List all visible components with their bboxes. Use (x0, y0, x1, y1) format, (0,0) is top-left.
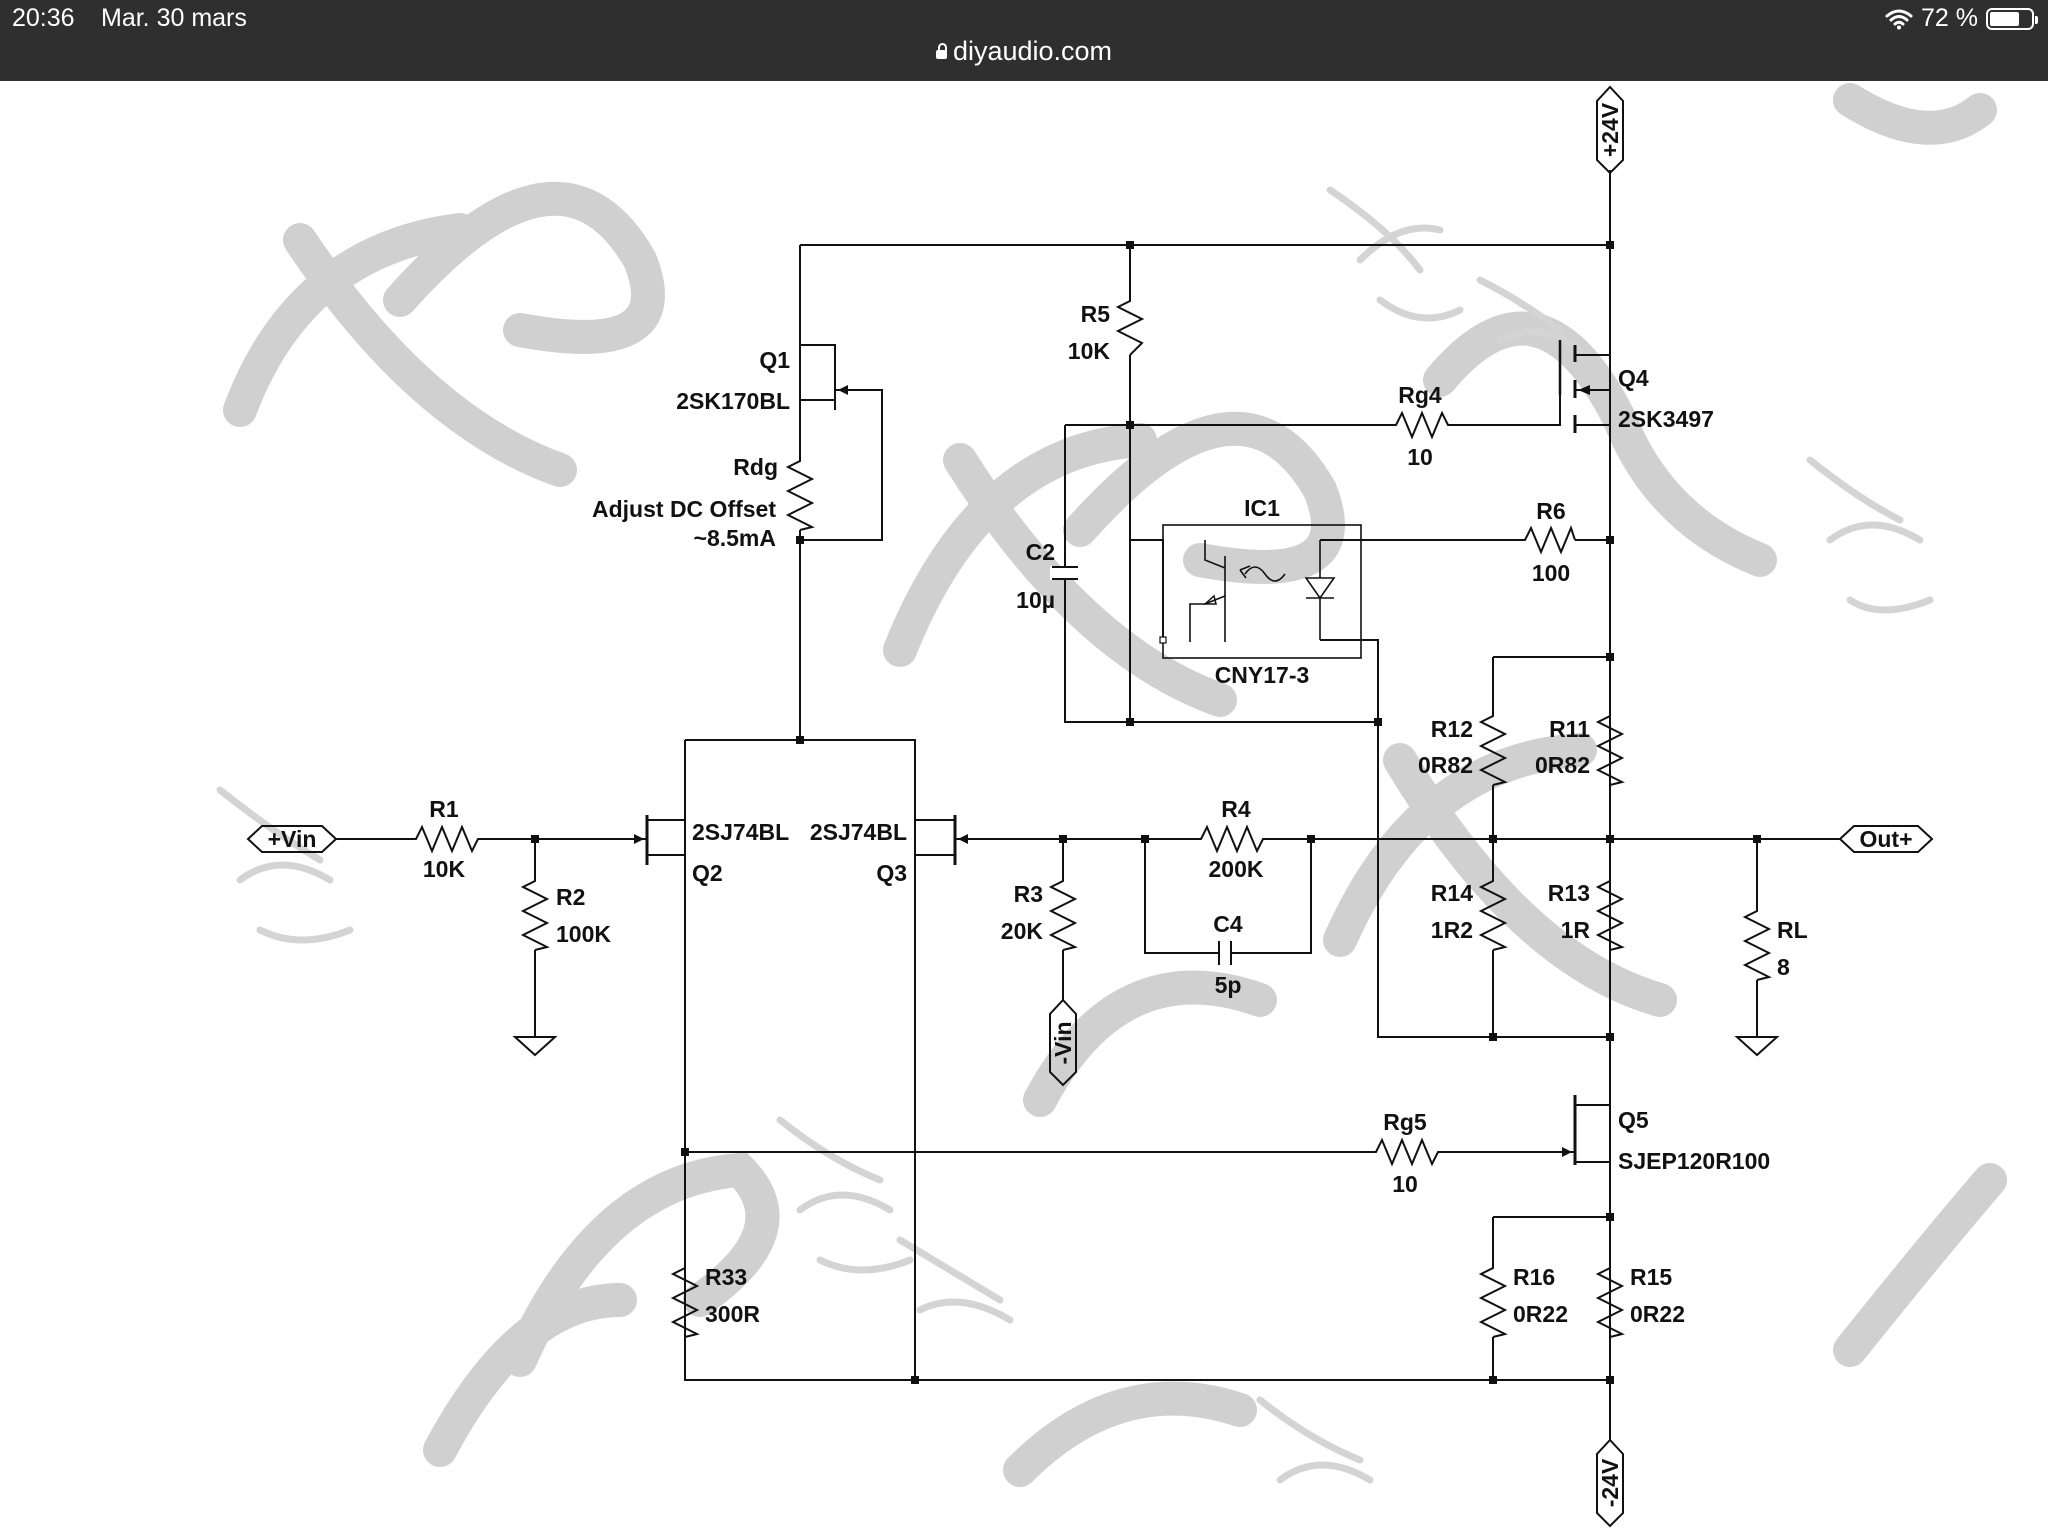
schematic-page: +Vin Out+ +24V -24V -Vin R1 10K R2 100K … (0, 81, 2048, 1536)
r15-name: R15 (1630, 1264, 1672, 1290)
rg5-value: 10 (1392, 1171, 1418, 1197)
r2-value: 100K (556, 921, 611, 947)
q4-part: 2SK3497 (1618, 406, 1714, 432)
ic1-optocoupler (1159, 524, 1362, 659)
q3-name: Q3 (876, 860, 907, 886)
port-vpos (1596, 85, 1624, 175)
status-right: 72 % (1885, 4, 2038, 33)
r13-name: R13 (1548, 880, 1590, 906)
port-vneg-label: -24V (1597, 1458, 1623, 1507)
rdg-note-1: Adjust DC Offset (592, 496, 776, 522)
r16-name: R16 (1513, 1264, 1555, 1290)
c4-name: C4 (1213, 911, 1243, 937)
c4-value: 5p (1215, 972, 1242, 998)
r5-value: 10K (1068, 338, 1111, 364)
port-labels: +Vin Out+ +24V -24V -Vin (246, 85, 1934, 1528)
r16-value: 0R22 (1513, 1301, 1568, 1327)
rg4-name: Rg4 (1398, 382, 1442, 408)
watermark (216, 83, 2007, 1487)
r2-name: R2 (556, 884, 585, 910)
rl-name: RL (1777, 917, 1808, 943)
component-labels: R1 10K R2 100K R3 20K R4 200K C4 5p R5 1… (423, 301, 1808, 1327)
status-bar: 20:36 Mar. 30 mars 72 % diyaudio.com (0, 0, 2048, 81)
battery-fill (1990, 11, 2019, 26)
port-out (1838, 825, 1934, 853)
r33-value: 300R (705, 1301, 760, 1327)
port-vin-neg-label: -Vin (1050, 1021, 1076, 1064)
r3-name: R3 (1014, 881, 1043, 907)
capacitors (1050, 566, 1232, 966)
r12-value: 0R82 (1418, 752, 1473, 778)
junctions (531, 241, 1761, 1384)
wifi-icon (1885, 9, 1913, 29)
r11-value: 0R82 (1535, 752, 1590, 778)
r33-name: R33 (705, 1264, 747, 1290)
port-out-label: Out+ (1859, 826, 1912, 852)
rdg-name: Rdg (733, 454, 778, 480)
c2-name: C2 (1026, 539, 1055, 565)
battery-percent: 72 % (1921, 4, 1978, 32)
q1-part: 2SK170BL (676, 388, 790, 414)
q5-name: Q5 (1618, 1107, 1649, 1133)
r14-value: 1R2 (1431, 917, 1473, 943)
port-vin-pos (246, 825, 338, 853)
rg4-value: 10 (1407, 444, 1433, 470)
status-date: Mar. 30 mars (101, 4, 247, 32)
r15-value: 0R22 (1630, 1301, 1685, 1327)
r3-value: 20K (1001, 918, 1044, 944)
r5-name: R5 (1081, 301, 1111, 327)
rl-value: 8 (1777, 954, 1790, 980)
q2-part: 2SJ74BL (692, 819, 789, 845)
status-time: 20:36 (12, 4, 75, 32)
r14-name: R14 (1431, 880, 1473, 906)
q2-name: Q2 (692, 860, 723, 886)
q1-name: Q1 (759, 347, 790, 373)
r11-name: R11 (1549, 716, 1590, 742)
port-vin-pos-label: +Vin (268, 826, 317, 852)
port-vin-neg (1049, 998, 1077, 1087)
r1-value: 10K (423, 856, 466, 882)
schematic-diagram: +Vin Out+ +24V -24V -Vin R1 10K R2 100K … (216, 83, 2007, 1528)
wires (335, 170, 1840, 1440)
url-text[interactable]: diyaudio.com (952, 36, 1113, 66)
ic1-name: IC1 (1244, 495, 1280, 521)
r6-name: R6 (1536, 498, 1565, 524)
r12-name: R12 (1431, 716, 1473, 742)
ic1-part: CNY17-3 (1215, 662, 1310, 688)
transistors (634, 340, 1610, 1165)
port-vpos-label: +24V (1597, 102, 1623, 157)
battery-icon (1986, 7, 2038, 30)
r13-value: 1R (1561, 917, 1591, 943)
address-bar[interactable]: diyaudio.com (0, 36, 2048, 67)
port-vneg (1596, 1438, 1624, 1528)
resistors (410, 295, 1772, 1380)
rg5-name: Rg5 (1383, 1109, 1427, 1135)
q4-name: Q4 (1618, 365, 1649, 391)
r6-value: 100 (1532, 560, 1570, 586)
ground-symbols (512, 1036, 1780, 1057)
r1-name: R1 (429, 796, 459, 822)
c2-value: 10µ (1016, 587, 1055, 613)
q5-part: SJEP120R100 (1618, 1148, 1770, 1174)
r4-value: 200K (1209, 856, 1264, 882)
r4-name: R4 (1221, 796, 1251, 822)
q3-part: 2SJ74BL (810, 819, 907, 845)
lock-icon (935, 43, 947, 59)
rdg-note-2: ~8.5mA (694, 525, 776, 551)
